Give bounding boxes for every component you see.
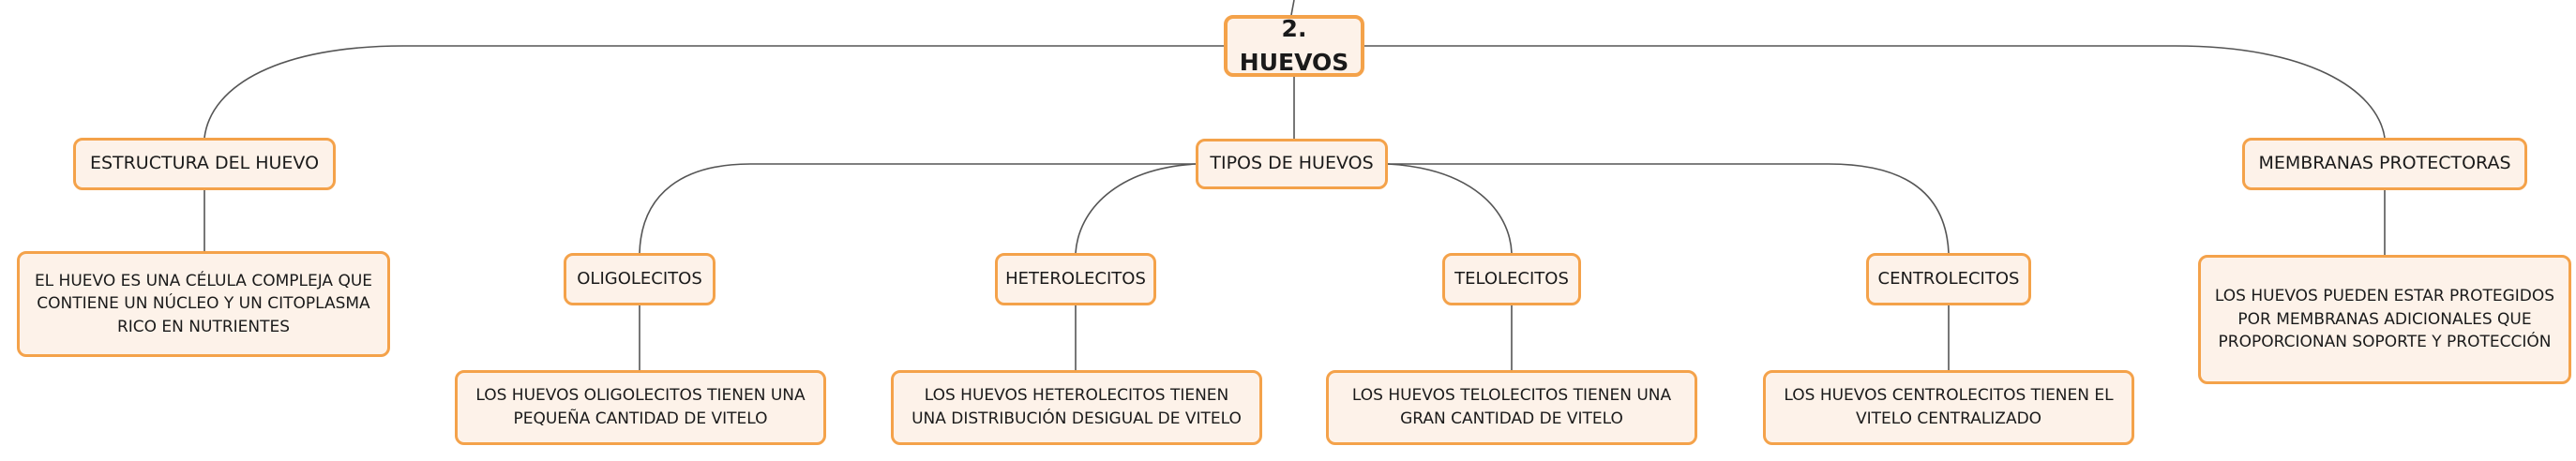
membranes-desc-node[interactable]: LOS HUEVOS PUEDEN ESTAR PROTEGIDOS POR M… [2198, 255, 2571, 384]
telolecitos-desc-node[interactable]: LOS HUEVOS TELOLECITOS TIENEN UNA GRAN C… [1326, 370, 1697, 445]
membranes-label: MEMBRANAS PROTECTORAS [2258, 153, 2511, 174]
heterolecitos-desc: LOS HUEVOS HETEROLECITOS TIENEN UNA DIST… [911, 386, 1242, 428]
membranes-node[interactable]: MEMBRANAS PROTECTORAS [2242, 138, 2527, 190]
edge-root-to-membranes [1364, 45, 2386, 139]
edge-types-to-oligolecitos [639, 163, 1196, 254]
oligolecitos-desc-node[interactable]: LOS HUEVOS OLIGOLECITOS TIENEN UNA PEQUE… [455, 370, 826, 445]
edge-types-to-heterolecitos [1075, 163, 1197, 254]
types-node[interactable]: TIPOS DE HUEVOS [1196, 139, 1388, 189]
oligolecitos-desc: LOS HUEVOS OLIGOLECITOS TIENEN UNA PEQUE… [475, 386, 806, 428]
edge-parent-to-root [1290, 0, 1295, 16]
structure-desc: EL HUEVO ES UNA CÉLULA COMPLEJA QUE CONT… [34, 271, 373, 336]
edge-root-to-structure [203, 45, 1224, 139]
centrolecitos-desc: LOS HUEVOS CENTROLECITOS TIENEN EL VITEL… [1784, 386, 2114, 428]
structure-label: ESTRUCTURA DEL HUEVO [89, 153, 320, 174]
edge-types-to-centrolecitos [1388, 163, 1950, 254]
telolecitos-node[interactable]: TELOLECITOS [1442, 253, 1581, 305]
membranes-desc: LOS HUEVOS PUEDEN ESTAR PROTEGIDOS POR M… [2214, 287, 2555, 352]
root-label: 2. HUEVOS [1239, 14, 1349, 76]
centrolecitos-node[interactable]: CENTROLECITOS [1866, 253, 2031, 305]
root-node[interactable]: 2. HUEVOS [1224, 15, 1364, 77]
centrolecitos-desc-node[interactable]: LOS HUEVOS CENTROLECITOS TIENEN EL VITEL… [1763, 370, 2134, 445]
heterolecitos-desc-node[interactable]: LOS HUEVOS HETEROLECITOS TIENEN UNA DIST… [891, 370, 1262, 445]
edge-types-to-telolecitos [1387, 163, 1513, 254]
telolecitos-desc: LOS HUEVOS TELOLECITOS TIENEN UNA GRAN C… [1351, 386, 1672, 428]
oligolecitos-label: OLIGOLECITOS [577, 268, 702, 289]
oligolecitos-node[interactable]: OLIGOLECITOS [564, 253, 716, 305]
heterolecitos-label: HETEROLECITOS [1005, 268, 1146, 289]
telolecitos-label: TELOLECITOS [1454, 268, 1569, 289]
types-label: TIPOS DE HUEVOS [1210, 153, 1374, 174]
heterolecitos-node[interactable]: HETEROLECITOS [995, 253, 1156, 305]
structure-desc-node[interactable]: EL HUEVO ES UNA CÉLULA COMPLEJA QUE CONT… [17, 251, 390, 357]
structure-node[interactable]: ESTRUCTURA DEL HUEVO [73, 138, 336, 190]
centrolecitos-label: CENTROLECITOS [1877, 268, 2020, 289]
